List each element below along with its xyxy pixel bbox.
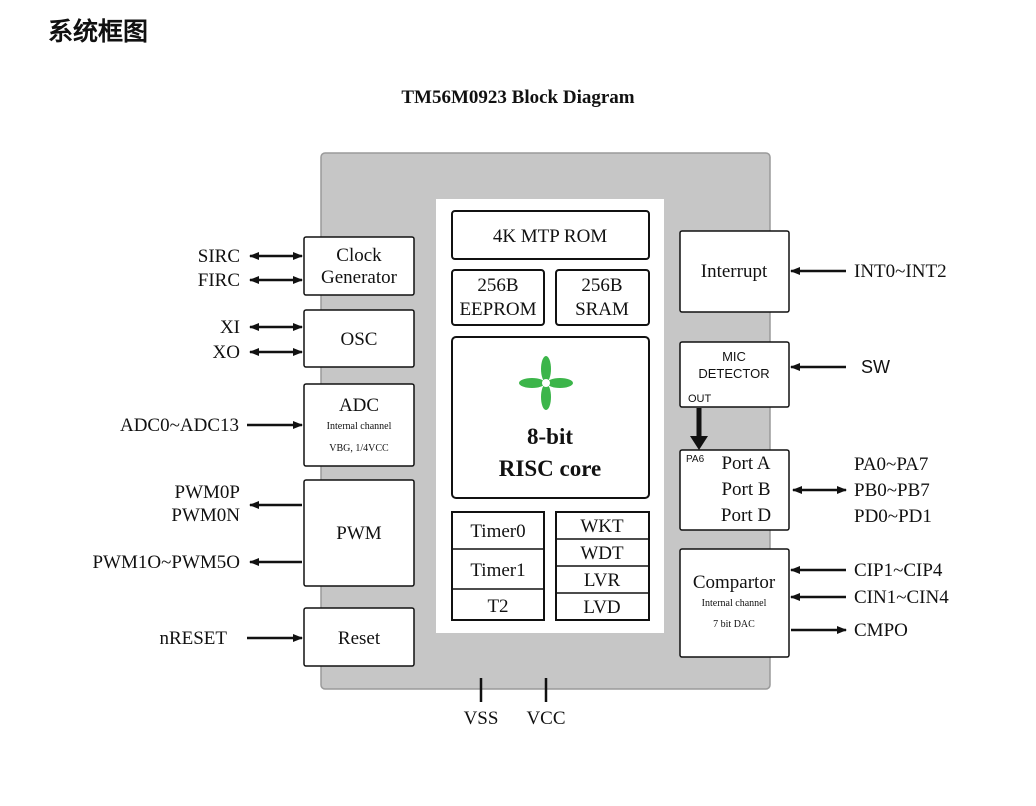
core-risc-label: RISC core [499, 456, 601, 481]
wdt-label: WDT [580, 543, 624, 564]
firc-label: FIRC [198, 270, 240, 291]
adc-note-channel: Internal channel [327, 421, 392, 432]
interrupt-label: Interrupt [701, 261, 768, 282]
pinwheel-logo-icon [519, 356, 573, 410]
port-block [679, 449, 790, 531]
comparator-block [679, 548, 790, 658]
pwm1-5-label: PWM1O~PWM5O [92, 552, 240, 573]
diagram-title: TM56M0923 Block Diagram [401, 87, 634, 108]
sw-label: SW [861, 357, 890, 377]
cin-label: CIN1~CIN4 [854, 587, 949, 608]
comp-note-dac: 7 bit DAC [713, 619, 755, 630]
lvr-label: LVR [584, 570, 621, 591]
detector-label: DETECTOR [698, 366, 769, 381]
eeprom-label: EEPROM [459, 299, 536, 320]
port-d-label: Port D [721, 505, 771, 526]
pwm-block [303, 479, 415, 587]
t2-label: T2 [487, 596, 508, 617]
adc-note-sources: VBG, 1/4VCC [329, 443, 389, 454]
mic-detector-block [679, 341, 790, 408]
sram-label: SRAM [575, 299, 629, 320]
int-label: INT0~INT2 [854, 261, 947, 282]
adc-input-label: ADC0~ADC13 [120, 415, 239, 436]
adc-label: ADC [339, 395, 379, 416]
xo-label: XO [213, 342, 240, 363]
nreset-label: nRESET [159, 628, 227, 649]
eeprom-label-size: 256B [477, 275, 518, 296]
lvd-label: LVD [583, 597, 620, 618]
clock-generator-block [303, 236, 415, 296]
osc-block [303, 309, 415, 368]
pwm0n-label: PWM0N [171, 505, 240, 526]
pwm0p-label: PWM0P [175, 482, 240, 503]
reset-label: Reset [338, 628, 381, 649]
vss-label: VSS [464, 708, 499, 729]
sirc-label: SIRC [198, 246, 240, 267]
interrupt-block [679, 230, 790, 313]
port-a-label: Port A [721, 453, 770, 474]
cip-label: CIP1~CIP4 [854, 560, 943, 581]
rom-block [451, 210, 650, 260]
xi-label: XI [220, 317, 240, 338]
core-bit-label: 8-bit [527, 424, 573, 449]
adc-block [303, 383, 415, 467]
pwm-label: PWM [336, 523, 382, 544]
vcc-label: VCC [526, 708, 565, 729]
mic-to-pa6-arrowhead [690, 436, 708, 450]
eeprom-block [451, 269, 545, 326]
core-block [451, 336, 650, 499]
mic-label: MIC [722, 349, 746, 364]
pd-label: PD0~PD1 [854, 506, 932, 527]
pb-label: PB0~PB7 [854, 480, 930, 501]
page-heading: 系统框图 [48, 17, 149, 46]
pa-label: PA0~PA7 [854, 454, 928, 475]
timer0-label: Timer0 [470, 521, 525, 542]
timer1-label: Timer1 [470, 560, 525, 581]
rom-label: 4K MTP ROM [493, 226, 607, 247]
comp-note-channel: Internal channel [702, 598, 767, 609]
mic-out-label: OUT [688, 393, 712, 405]
sram-block [555, 269, 650, 326]
comparator-label: Compartor [693, 572, 776, 593]
timer-group [451, 511, 545, 621]
port-b-label: Port B [721, 479, 770, 500]
cmpo-label: CMPO [854, 620, 908, 641]
reset-block [303, 607, 415, 667]
pa6-label: PA6 [686, 454, 705, 465]
clock-label: Clock [336, 245, 382, 266]
generator-label: Generator [321, 267, 398, 288]
wkt-label: WKT [580, 516, 624, 537]
sram-label-size: 256B [581, 275, 622, 296]
osc-label: OSC [341, 329, 378, 350]
